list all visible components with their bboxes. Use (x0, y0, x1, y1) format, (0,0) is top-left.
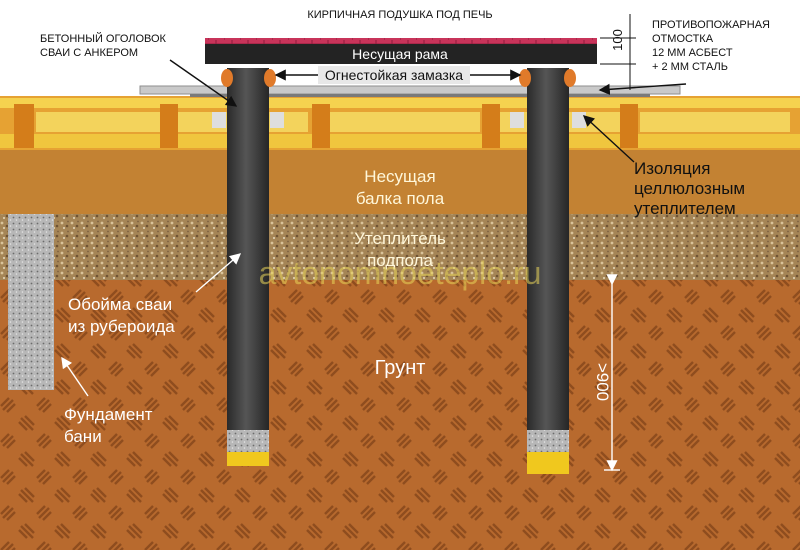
insulation-label-1: Изоляция (634, 159, 710, 178)
fire-protection-sheet (139, 85, 681, 95)
putty-label-bg (318, 66, 470, 84)
pile-right (527, 68, 569, 474)
sleeve-label-1: Обойма сваи (68, 295, 172, 314)
pile-head-label-1: БЕТОННЫЙ ОГОЛОВОК (40, 32, 167, 45)
foundation-label-2: бани (64, 427, 102, 446)
beam-label-1: Несущая (364, 167, 435, 186)
underfloor-label-2: подпола (367, 251, 433, 270)
beam-label-2: балка пола (356, 189, 445, 208)
floor-boards (0, 98, 800, 148)
fire-protection-label-2: ОТМОСТКА (652, 33, 714, 45)
foundation-leader (61, 356, 89, 397)
fire-protection-label-4: + 2 ММ СТАЛЬ (652, 61, 728, 73)
fire-putty (221, 69, 576, 87)
insulation-label-2: целлюлозным (634, 179, 745, 198)
brick-cushion-label: КИРПИЧНАЯ ПОДУШКА ПОД ПЕЧЬ (307, 9, 492, 21)
soil-label: Грунт (375, 357, 426, 379)
pile-head-leader (169, 59, 238, 107)
load-bearing-frame (205, 44, 597, 64)
frame-label: Несущая рама (352, 46, 448, 62)
foundation-label-1: Фундамент (64, 405, 153, 424)
bath-foundation (8, 214, 54, 390)
soil-layer (0, 278, 800, 550)
dimension-100 (600, 14, 636, 90)
insulation-label-3: утеплителем (634, 199, 736, 218)
sleeve-label-2: из рубероида (68, 317, 175, 336)
watermark: avtonomnoeteplo.ru (259, 255, 542, 291)
underfloor-label-1: Утеплитель (354, 229, 446, 248)
fire-protection-label-1: ПРОТИВОПОЖАРНАЯ (652, 19, 770, 31)
insulation-leader (582, 115, 635, 163)
dimension-100-label: 100 (610, 29, 625, 51)
brick-cushion (205, 38, 597, 46)
depth-dimension (604, 274, 620, 472)
depth-label: >900 (593, 363, 612, 401)
putty-label: Огнестойкая замазка (325, 67, 463, 83)
fire-protection-leader (598, 83, 687, 95)
pile-head-label-2: СВАИ С АНКЕРОМ (40, 47, 138, 59)
fire-protection-label-3: 12 ММ АСБЕСТ (652, 47, 733, 59)
floor-joists (14, 104, 638, 148)
underfloor-gravel-layer (0, 212, 800, 280)
sleeve-leader (195, 253, 242, 293)
beam-band (0, 148, 800, 214)
